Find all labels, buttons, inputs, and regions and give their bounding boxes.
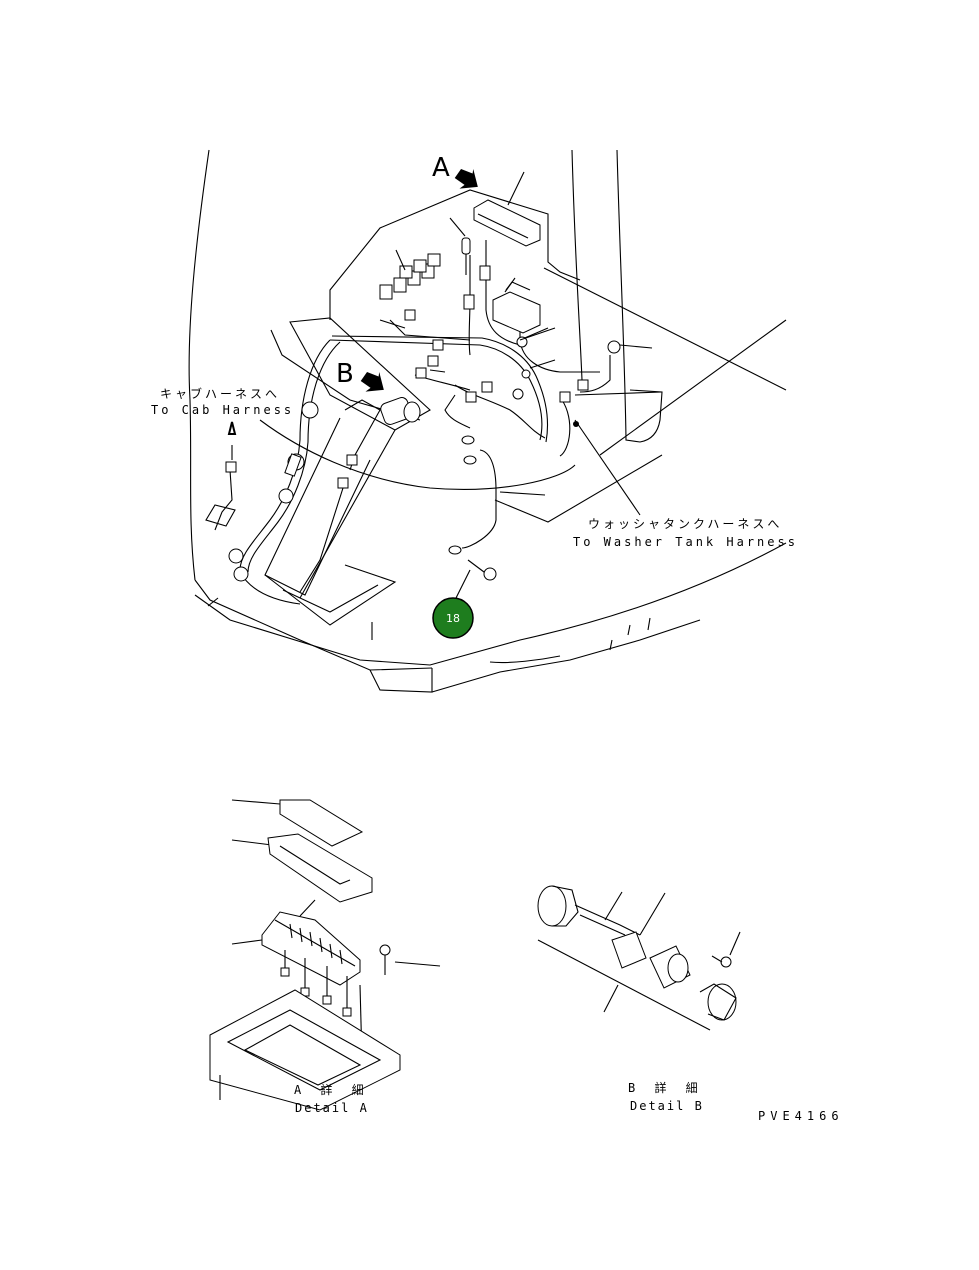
- steering-column: [264, 317, 431, 640]
- fuse-box: [473, 199, 541, 247]
- callout-18[interactable]: 18: [432, 597, 474, 639]
- detail-a-title-jp: A 詳 細: [294, 1082, 370, 1097]
- detail-b: [537, 885, 741, 1031]
- detail-b-title-en: Detail B: [630, 1099, 704, 1113]
- cab-harness-label-en: To Cab Harness: [151, 403, 294, 417]
- view-a-label: A: [432, 153, 450, 183]
- cab-outline: [188, 149, 787, 693]
- view-b-label: B: [336, 359, 354, 389]
- drawing-code: PVE4166: [758, 1109, 844, 1123]
- callout-number: 18: [446, 612, 460, 625]
- harness-main: [329, 199, 621, 581]
- washer-harness-label-en: To Washer Tank Harness: [573, 535, 798, 549]
- relay-block: [379, 253, 441, 300]
- washer-harness-label-jp: ウォッシャタンクハーネスへ: [588, 517, 782, 531]
- cab-harness-label-jp: キャブハーネスへ: [160, 386, 280, 401]
- detail-a-title-en: Detail A: [295, 1101, 369, 1115]
- detail-b-title-jp: B 詳 細: [628, 1080, 704, 1095]
- callout-circle: [432, 597, 474, 639]
- leader-lines: [379, 171, 653, 599]
- detail-a: [209, 799, 441, 1111]
- view-arrows: [360, 169, 478, 392]
- harness-left: [205, 339, 341, 607]
